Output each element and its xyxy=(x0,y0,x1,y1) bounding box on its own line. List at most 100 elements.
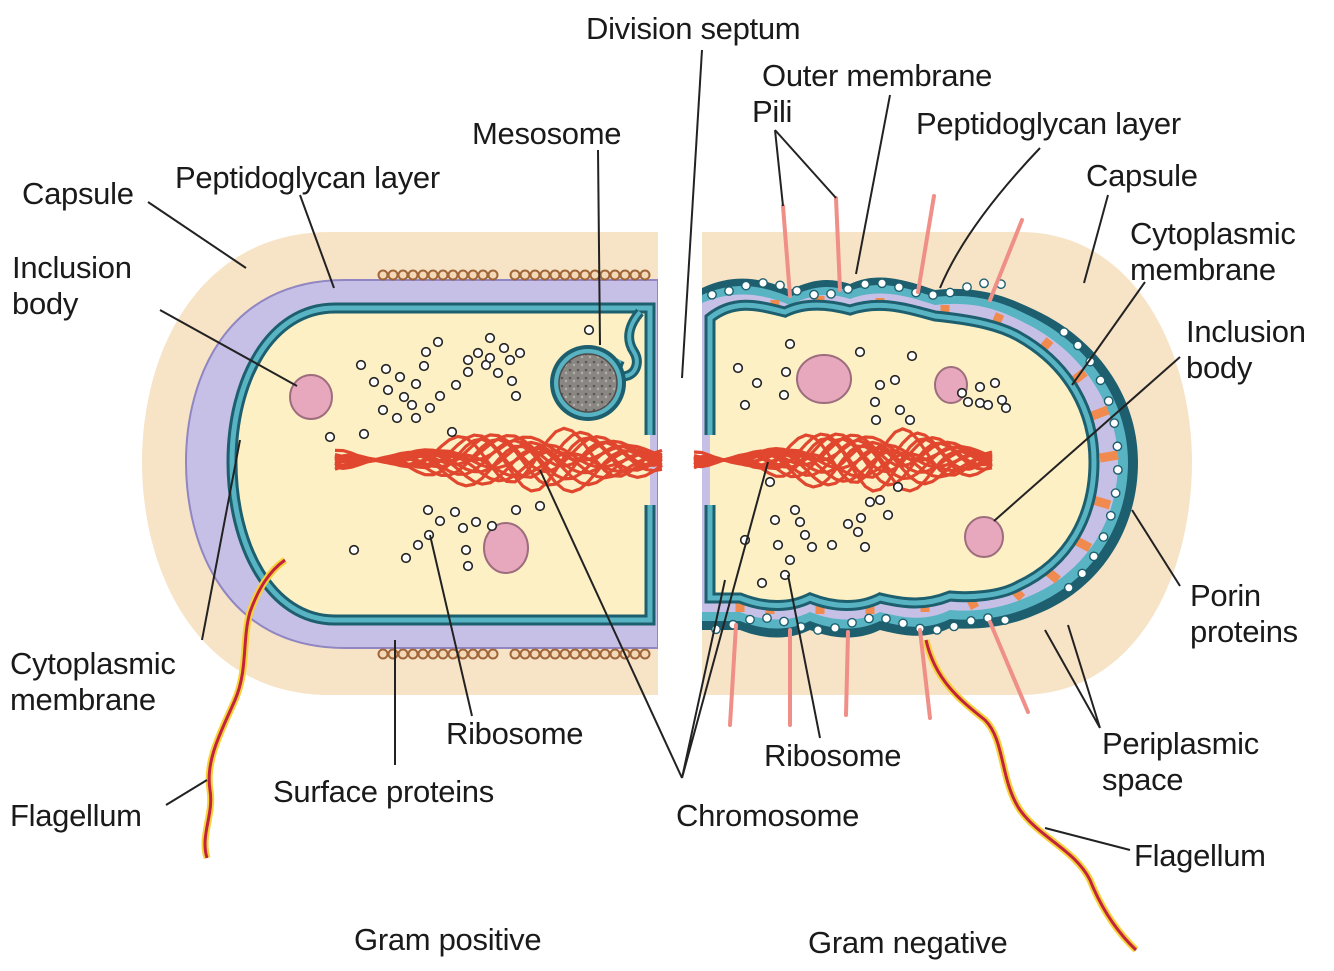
label-periplasmic-space: Periplasmic space xyxy=(1102,726,1259,798)
ribosome xyxy=(360,430,369,439)
outer-membrane-lipid xyxy=(708,291,716,299)
outer-membrane-lipid xyxy=(827,290,835,298)
ribosome xyxy=(984,401,993,410)
ribosome xyxy=(753,379,762,388)
surface-protein-bead xyxy=(531,650,540,659)
surface-protein-bead xyxy=(459,650,468,659)
surface-protein-bead xyxy=(591,271,600,280)
surface-protein-bead xyxy=(581,271,590,280)
ribosome xyxy=(412,380,421,389)
surface-protein-bead xyxy=(379,271,388,280)
ribosome xyxy=(512,392,521,401)
ribosome xyxy=(370,378,379,387)
ribosome xyxy=(808,543,817,552)
ribosome xyxy=(448,428,457,437)
surface-protein-bead xyxy=(439,271,448,280)
ribosome xyxy=(326,433,335,442)
surface-protein-bead xyxy=(641,650,650,659)
outer-membrane-lipid xyxy=(929,291,937,299)
ribosome xyxy=(906,416,915,425)
outer-membrane-lipid xyxy=(1060,328,1068,336)
surface-protein-bead xyxy=(409,650,418,659)
label-capsule-right: Capsule xyxy=(1086,158,1198,194)
surface-protein-bead xyxy=(611,271,620,280)
ribosome xyxy=(508,377,517,386)
outer-membrane-lipid xyxy=(810,290,818,298)
surface-protein-bead xyxy=(601,650,610,659)
ribosome xyxy=(734,364,743,373)
outer-membrane-lipid xyxy=(1090,552,1098,560)
label-gram-positive: Gram positive xyxy=(354,922,541,958)
ribosome xyxy=(414,541,423,550)
outer-membrane-lipid xyxy=(746,615,754,623)
ribosome xyxy=(402,554,411,563)
label-mesosome: Mesosome xyxy=(472,116,621,152)
ribosome xyxy=(436,392,445,401)
ribosome xyxy=(434,338,443,347)
surface-protein-bead xyxy=(389,650,398,659)
ribosome xyxy=(451,508,460,517)
outer-membrane-lipid xyxy=(1099,533,1107,541)
surface-protein-bead xyxy=(479,650,488,659)
outer-membrane-lipid xyxy=(844,285,852,293)
outer-membrane-lipid xyxy=(882,615,890,623)
surface-protein-bead xyxy=(621,271,630,280)
outer-membrane-lipid xyxy=(1110,419,1118,427)
label-gram-negative: Gram negative xyxy=(808,925,1007,961)
ribosome xyxy=(758,579,767,588)
outer-membrane-lipid xyxy=(1113,442,1121,450)
ribosome xyxy=(396,373,405,382)
surface-protein-bead xyxy=(469,650,478,659)
surface-protein-bead xyxy=(429,271,438,280)
outer-membrane-lipid xyxy=(980,279,988,287)
ribosome xyxy=(420,362,429,371)
ribosome xyxy=(786,340,795,349)
surface-protein-bead xyxy=(449,271,458,280)
outer-membrane-lipid xyxy=(776,281,784,289)
ribosome xyxy=(436,517,445,526)
label-flagellum-right: Flagellum xyxy=(1134,838,1266,874)
outer-membrane-lipid xyxy=(1111,489,1119,497)
outer-membrane-lipid xyxy=(1074,341,1082,349)
surface-protein-bead xyxy=(551,650,560,659)
surface-protein-bead xyxy=(591,650,600,659)
ribosome xyxy=(516,349,525,358)
outer-membrane-lipid xyxy=(1078,569,1086,577)
ribosome xyxy=(1002,404,1011,413)
label-inclusion-body-right: Inclusion body xyxy=(1186,314,1306,386)
ribosome xyxy=(474,349,483,358)
ribosome xyxy=(796,518,805,527)
outer-membrane-lipid xyxy=(725,287,733,295)
ribosome xyxy=(486,354,495,363)
surface-protein-bead xyxy=(521,271,530,280)
outer-membrane-lipid xyxy=(865,614,873,622)
outer-membrane-lipid xyxy=(831,624,839,632)
ribosome xyxy=(384,386,393,395)
surface-protein-bead xyxy=(511,271,520,280)
ribosome xyxy=(871,398,880,407)
porin-protein xyxy=(1100,455,1118,458)
surface-protein-bead xyxy=(631,650,640,659)
outer-membrane-lipid xyxy=(967,617,975,625)
ribosome xyxy=(866,498,875,507)
label-pili: Pili xyxy=(752,94,792,130)
ribosome xyxy=(884,511,893,520)
surface-protein-bead xyxy=(489,650,498,659)
surface-protein-bead xyxy=(581,650,590,659)
ribosome xyxy=(459,524,468,533)
outer-membrane-lipid xyxy=(1096,376,1104,384)
label-peptidoglycan-left: Peptidoglycan layer xyxy=(175,160,440,196)
outer-membrane-lipid xyxy=(1114,466,1122,474)
ribosome xyxy=(774,541,783,550)
surface-protein-bead xyxy=(389,271,398,280)
outer-membrane-lipid xyxy=(950,622,958,630)
surface-protein-bead xyxy=(551,271,560,280)
label-cytoplasmic-membrane-left: Cytoplasmic membrane xyxy=(10,646,176,718)
ribosome xyxy=(379,406,388,415)
label-ribosome-left: Ribosome xyxy=(446,716,583,752)
surface-protein-bead xyxy=(541,650,550,659)
porin-protein xyxy=(1093,500,1110,505)
outer-membrane-lipid xyxy=(793,287,801,295)
ribosome xyxy=(976,383,985,392)
label-chromosome: Chromosome xyxy=(676,798,859,834)
